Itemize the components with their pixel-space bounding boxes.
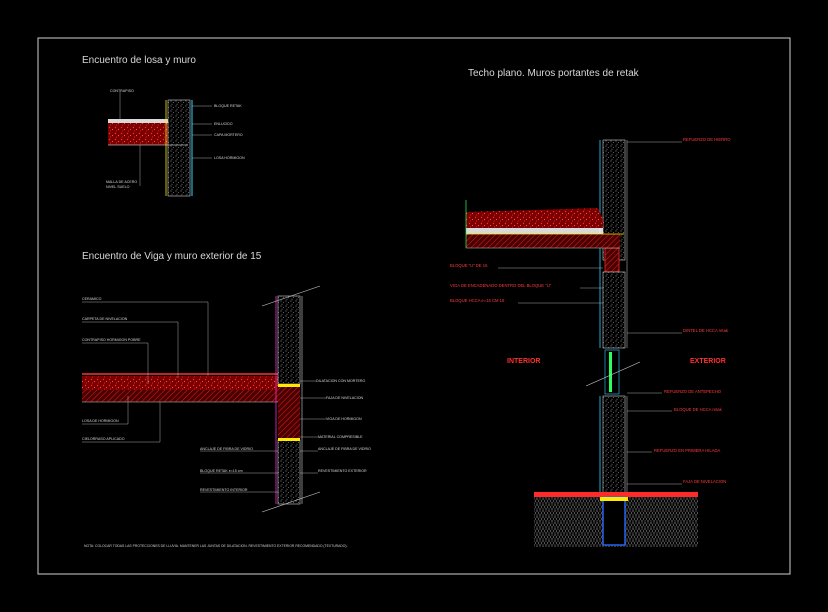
title-slab-wall: Encuentro de losa y muro [82,55,196,66]
drawing-note: NOTA: COLOCAR TODAS LAS PROTECCIONES DE … [84,544,348,548]
roof-label-right-5: REFUERZO EN PRIMERA HILADA [654,448,721,453]
title-beam-wall: Encuentro de Viga y muro exterior de 15 [82,251,262,262]
roof-label-left-2: VIGA DE ENCADENADO DENTRO DEL BLOQUE "U" [450,283,552,288]
beam-label-right-1: DILATACION CON MORTERO [316,379,366,383]
roof-label-right-4: BLOQUE DE HCCA retak [674,407,723,412]
slab-label-right-3: CAPA MORTERO [214,133,243,137]
slab-label-right-1: BLOQUE RETAK [214,104,242,108]
detail-beam-wall: CERAMICO CARPETA DE NIVELACION CONTRAPIS… [82,285,371,513]
beam-label-left-3: CONTRAPISO HORMIGON POBRE [82,338,141,342]
beam-label-right-3: VIGA DE HORMIGON [326,417,362,421]
roof-label-right-6: FAJA DE NIVELACION [683,479,726,484]
slab-label-right-4: LOSA HORMIGON [214,156,245,160]
roof-label-left-1: BLOQUE "U" DE 15 [450,263,488,268]
beam-label-right-2: FAJA DE NIVELACION [326,396,364,400]
roof-label-right-2: DINTEL DE HCCA retak [683,328,729,333]
beam-label-right-4: MATERIAL COMPRESIBLE [318,435,363,439]
beam-label-left-5: CIELORRASO APLICADO [82,437,125,441]
roof-label-left-3: BLOQUE HCCA e=15 CM 15 [450,298,505,303]
slab-label-bottom-left: MALLA DE ACERO [106,180,137,184]
beam-label-left-4: LOSA DE HORMIGON [82,419,119,423]
beam-label-left-2: CARPETA DE NIVELACION [82,317,128,321]
zone-interior-label: INTERIOR [507,358,540,365]
beam-label-center-3: REVESTIMIENTO INTERIOR [200,488,248,492]
beam-label-left-1: CERAMICO [82,297,102,301]
beam-label-center-2: BLOQUE RETAK e=15 cm [200,469,243,473]
detail-roof-wall: BLOQUE "U" DE 15 VIGA DE ENCADENADO DENT… [450,137,731,547]
sheet-border [37,37,791,575]
beam-label-right-bottom-2: REVESTIMIENTO EXTERIOR [318,469,367,473]
zone-exterior-label: EXTERIOR [690,358,726,365]
slab-label-right-2: ENLUCIDO [214,122,233,126]
beam-label-right-bottom-1: ANCLAJE DE FIBRA DE VIDRIO [318,447,371,451]
beam-label-center-1: ANCLAJE DE FIBRA DE VIDRIO [200,447,253,451]
detail-slab-wall: CONTRAPISO MALLA DE ACERO NIVEL SUELO BL… [106,89,245,197]
slab-label-bottom-left2: NIVEL SUELO [106,185,130,189]
roof-label-right-3: REFUERZO DE ANTEPECHO [664,389,722,394]
title-roof: Techo plano. Muros portantes de retak [468,68,640,79]
roof-label-right-1: REFUERZO DE HIERRO [683,137,731,142]
slab-label-top-left: CONTRAPISO [110,89,134,93]
